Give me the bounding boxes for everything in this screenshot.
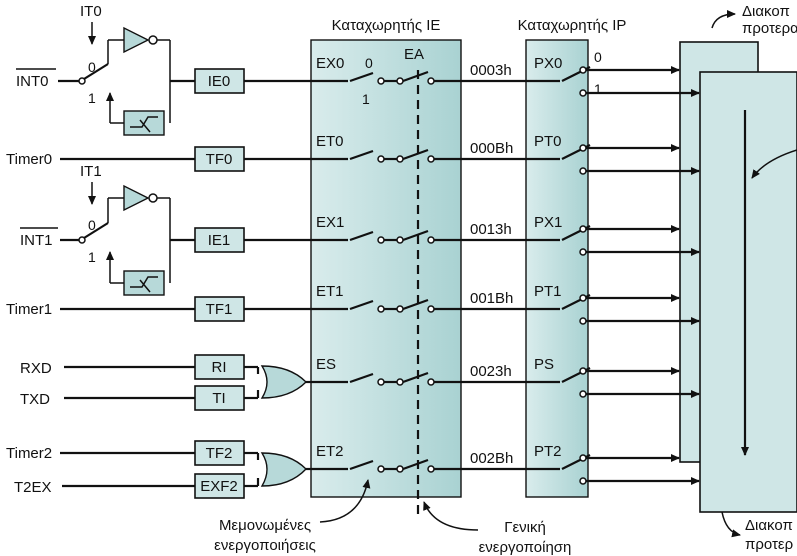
flag-ti: TI — [194, 385, 245, 411]
enable-bit-label: EX1 — [316, 214, 344, 231]
individual-enable-switch — [349, 299, 374, 311]
ie-switch-one-label: 1 — [362, 91, 370, 107]
vector-address: 001Bh — [470, 290, 513, 307]
int1-label: INT1 — [20, 232, 53, 249]
enable-bit-label: ES — [316, 356, 336, 373]
ip-register-title: Καταχωρητής IP — [518, 17, 627, 34]
svg-text:0: 0 — [88, 217, 96, 233]
flag-exf2: EXF2 — [194, 473, 245, 499]
global-enable-switch — [402, 298, 429, 311]
rxd-label: RXD — [20, 360, 52, 377]
ie-register-title: Καταχωρητής IE — [332, 17, 441, 34]
individual-enable-switch — [349, 372, 374, 384]
global-enable-switch — [402, 458, 429, 471]
individual-enable-label-line2: ενεργοποιήσεις — [214, 537, 316, 554]
priority-bit-label: PS — [534, 356, 554, 373]
priority-bit-label: PX0 — [534, 55, 562, 72]
timer1-label: Timer1 — [6, 301, 52, 318]
global-enable-arrow — [423, 501, 479, 531]
individual-enable-arrow — [319, 479, 371, 523]
global-enable-label-line2: ενεργοποίηση — [479, 539, 572, 556]
ip-switch-zero-label: 0 — [594, 49, 602, 65]
flag-tf1: TF1 — [194, 296, 245, 322]
interrupt-row: EX1 0013h PX1 — [311, 214, 700, 256]
timer2-or-gate — [260, 452, 307, 487]
vector-address: 000Bh — [470, 140, 513, 157]
individual-enable-switch — [349, 149, 374, 161]
ip-switch-one-label: 1 — [594, 81, 602, 97]
svg-text:RI: RI — [212, 359, 227, 376]
flag-ie1: IE1 — [194, 227, 245, 253]
priority-low-block — [699, 71, 797, 513]
low-priority-label-line1: Διακοπ — [745, 517, 793, 534]
timer2-label: Timer2 — [6, 445, 52, 462]
interrupt-row: ET2 002Bh PT2 — [311, 443, 700, 485]
global-enable-switch — [402, 371, 429, 384]
flag-ie0: IE0 — [194, 68, 245, 94]
svg-text:TF2: TF2 — [206, 445, 233, 462]
priority-bit-label: PX1 — [534, 214, 562, 231]
svg-text:IE0: IE0 — [208, 73, 231, 90]
vector-address: 0023h — [470, 363, 512, 380]
svg-text:TF1: TF1 — [206, 301, 233, 318]
svg-text:1: 1 — [88, 249, 96, 265]
enable-bit-label: ET0 — [316, 133, 344, 150]
timer0-label: Timer0 — [6, 151, 52, 168]
top-callout-arrow — [711, 10, 736, 29]
individual-enable-label-line1: Μεμονωμένες — [219, 517, 311, 534]
global-enable-switch — [402, 148, 429, 161]
low-priority-label-line2: προτερ — [745, 536, 793, 553]
global-enable-switch — [402, 229, 429, 242]
t2ex-label: T2EX — [14, 479, 52, 496]
svg-text:EXF2: EXF2 — [200, 478, 238, 495]
individual-enable-switch — [349, 71, 374, 83]
svg-text:TF0: TF0 — [206, 151, 233, 168]
bottom-callout-arrow — [721, 511, 741, 538]
interrupt-row: ET0 000Bh PT0 — [311, 133, 700, 175]
it0-selector-switch — [83, 63, 109, 80]
ie-switch-zero-label: 0 — [365, 55, 373, 71]
int1-inverter — [123, 184, 150, 212]
flag-tf2: TF2 — [194, 440, 245, 466]
txd-label: TXD — [20, 391, 50, 408]
priority-bit-label: PT1 — [534, 283, 562, 300]
interrupt-row: ES 0023h PS — [311, 356, 700, 398]
vector-address: 0013h — [470, 221, 512, 238]
int0-inverter — [123, 26, 150, 54]
svg-text:IE1: IE1 — [208, 232, 231, 249]
individual-enable-switch — [349, 230, 374, 242]
global-enable-label-line1: Γενική — [504, 519, 546, 536]
flag-tf0: TF0 — [194, 146, 245, 172]
svg-text:1: 1 — [88, 90, 96, 106]
vector-address: 0003h — [470, 62, 512, 79]
individual-enable-switch — [349, 459, 374, 471]
ea-label: EA — [404, 46, 424, 63]
int0-label: INT0 — [16, 73, 49, 90]
it1-label: IT1 — [80, 163, 102, 180]
enable-bit-label: ET2 — [316, 443, 344, 460]
enable-bit-label: ET1 — [316, 283, 344, 300]
high-priority-label-line1: Διακοπ — [742, 3, 790, 20]
high-priority-label-line2: προτεραι — [742, 20, 797, 37]
priority-bit-label: PT0 — [534, 133, 562, 150]
it1-selector-switch — [83, 222, 109, 239]
ip-register-panel — [525, 39, 589, 498]
flag-ri: RI — [194, 354, 245, 380]
svg-text:TI: TI — [212, 390, 225, 407]
vector-address: 002Bh — [470, 450, 513, 467]
priority-bit-label: PT2 — [534, 443, 562, 460]
it0-label: IT0 — [80, 3, 102, 20]
polling-curve-arrow — [751, 149, 797, 179]
serial-or-gate — [260, 365, 307, 399]
global-enable-switch — [402, 70, 429, 83]
enable-bit-label: EX0 — [316, 55, 344, 72]
ie-register-panel — [310, 39, 462, 498]
svg-text:0: 0 — [88, 59, 96, 75]
interrupt-row: ET1 001Bh PT1 — [311, 283, 700, 325]
interrupt-row: EX0 0003h PX0 — [311, 55, 700, 97]
